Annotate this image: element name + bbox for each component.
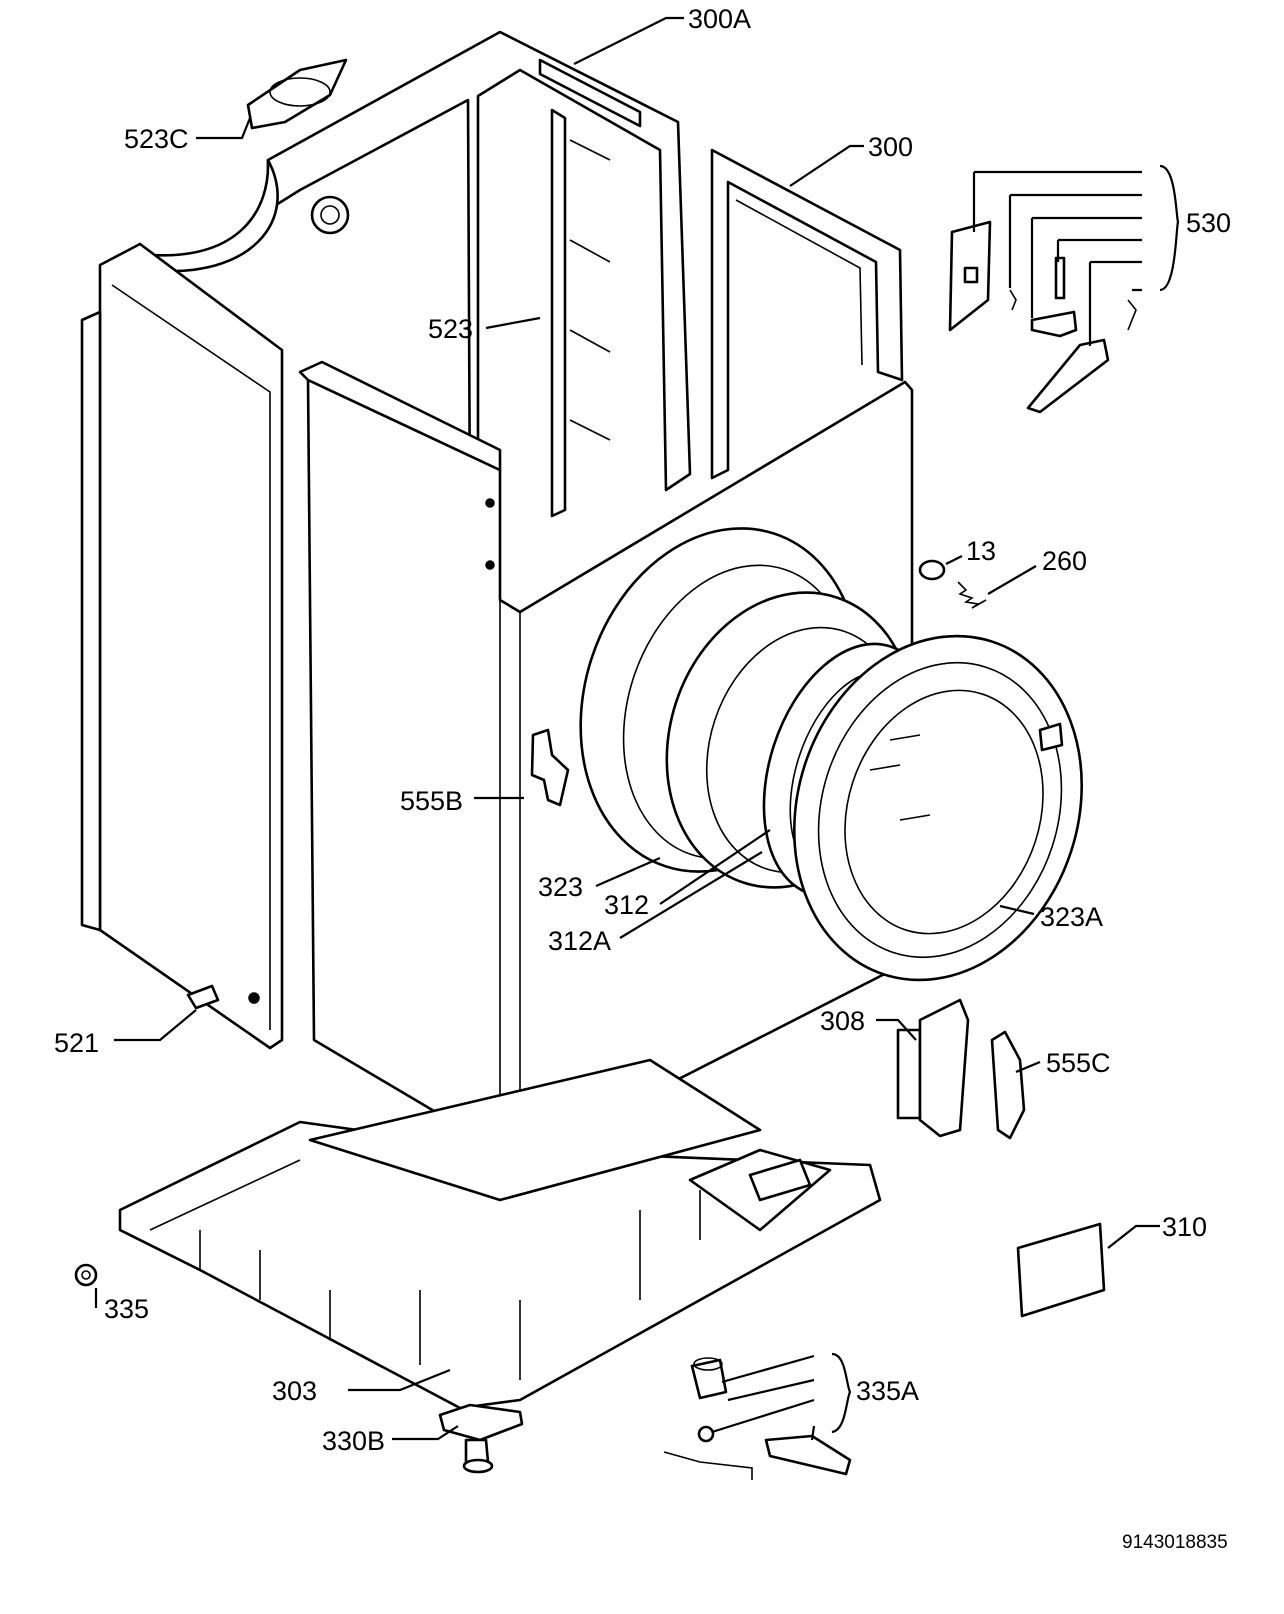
label-335a: 335A [856, 1376, 919, 1406]
document-code: 9143018835 [1122, 1532, 1228, 1553]
label-13: 13 [966, 536, 996, 566]
small-parts-drawing [74, 58, 1137, 1480]
label-312a: 312A [548, 926, 611, 956]
label-323: 323 [538, 872, 583, 902]
rear-frame-drawing [148, 30, 692, 522]
left-side-panel-drawing [80, 242, 284, 1050]
label-308: 308 [820, 1006, 865, 1036]
leader-lines [94, 16, 1180, 1441]
part-labels: 300A 523C 300 530 523 13 260 555B 323 31… [54, 4, 1231, 1553]
label-521: 521 [54, 1028, 99, 1058]
label-555c: 555C [1046, 1048, 1111, 1078]
label-260: 260 [1042, 546, 1087, 576]
label-523: 523 [428, 314, 473, 344]
label-330b: 330B [322, 1426, 385, 1456]
label-523c: 523C [124, 124, 189, 154]
label-300: 300 [868, 132, 913, 162]
label-335: 335 [104, 1294, 149, 1324]
label-312: 312 [604, 890, 649, 920]
base-frame-drawing [118, 1058, 882, 1410]
right-side-frame-drawing [710, 148, 904, 480]
door-drawing [792, 634, 1084, 982]
label-555b: 555B [400, 786, 463, 816]
label-323a: 323A [1040, 902, 1103, 932]
label-310: 310 [1162, 1212, 1207, 1242]
label-303: 303 [272, 1376, 317, 1406]
label-530: 530 [1186, 208, 1231, 238]
label-300a: 300A [688, 4, 751, 34]
